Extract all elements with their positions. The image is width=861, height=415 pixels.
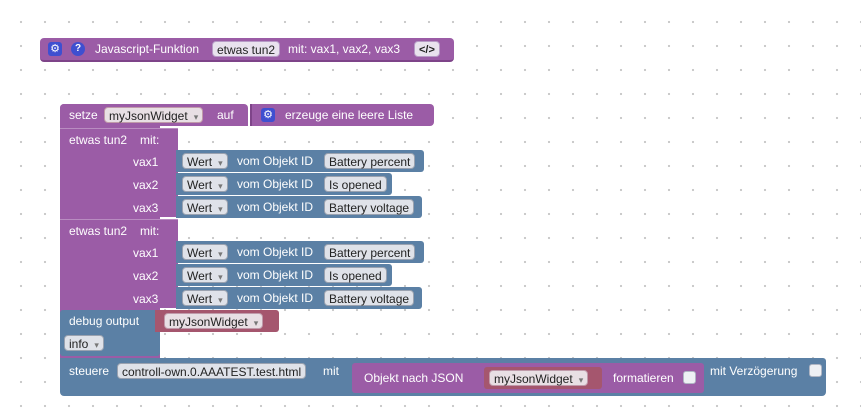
field-dropdown-label: Wert [187, 292, 213, 306]
object-value-block[interactable]: Wert ▾ vom Objekt ID Battery percent [176, 241, 424, 263]
field-dropdown-label: Wert [187, 155, 213, 169]
code-toggle-button[interactable]: </> [414, 41, 440, 57]
function-name-field[interactable]: etwas tun2 [212, 41, 281, 57]
debug-variable-block[interactable]: myJsonWidget ▾ [155, 310, 279, 332]
object-id-field[interactable]: Is opened [324, 267, 387, 283]
field-dropdown[interactable]: Wert ▾ [182, 199, 228, 215]
debug-output-block[interactable]: debug output info ▾ [60, 310, 160, 356]
variable-dropdown-label: myJsonWidget [169, 315, 248, 329]
field-dropdown-label: Wert [187, 178, 213, 192]
object-id-field[interactable]: Battery percent [324, 244, 416, 260]
field-dropdown[interactable]: Wert ▾ [182, 244, 228, 260]
object-to-json-label: Objekt nach JSON [364, 371, 464, 385]
call-mit-label: mit: [140, 224, 160, 238]
dropdown-arrow-icon: ▾ [94, 340, 99, 350]
vom-objekt-label: vom Objekt ID [237, 200, 314, 214]
gear-icon[interactable]: ⚙ [261, 108, 275, 122]
object-to-json-block[interactable]: Objekt nach JSON myJsonWidget ▾ formatier… [352, 363, 704, 393]
delay-label: mit Verzögerung [710, 364, 798, 378]
function-call-block[interactable]: etwas tun2 mit: vax1 vax2 vax3 [60, 128, 178, 217]
vom-objekt-label: vom Objekt ID [237, 245, 314, 259]
dropdown-arrow-icon: ▾ [253, 318, 259, 328]
object-value-block[interactable]: Wert ▾ vom Objekt ID Is opened [176, 173, 392, 195]
param-label-vax1: vax1 [133, 246, 159, 260]
variable-dropdown[interactable]: myJsonWidget ▾ [164, 313, 264, 329]
variable-dropdown-label: myJsonWidget [494, 372, 573, 386]
dropdown-arrow-icon: ▾ [218, 204, 223, 214]
call-function-name: etwas tun2 [69, 133, 128, 147]
create-list-label: erzeuge eine leere Liste [285, 108, 414, 122]
param-label-vax3: vax3 [133, 292, 159, 306]
steuere-mit-label: mit [323, 364, 339, 378]
dropdown-arrow-icon: ▾ [578, 375, 584, 385]
object-value-block[interactable]: Wert ▾ vom Objekt ID Battery percent [176, 150, 424, 172]
help-icon[interactable]: ? [71, 42, 85, 56]
format-label: formatieren [613, 371, 674, 385]
function-call-block[interactable]: etwas tun2 mit: vax1 vax2 vax3 [60, 219, 178, 308]
field-dropdown[interactable]: Wert ▾ [182, 267, 228, 283]
vom-objekt-label: vom Objekt ID [237, 177, 314, 191]
auf-label: auf [217, 108, 234, 122]
create-empty-list-block[interactable]: ⚙ erzeuge eine leere Liste [250, 104, 434, 126]
param-label-vax1: vax1 [133, 155, 159, 169]
object-id-field[interactable]: Is opened [324, 176, 387, 192]
log-level-dropdown[interactable]: info ▾ [64, 335, 104, 351]
object-value-block[interactable]: Wert ▾ vom Objekt ID Is opened [176, 264, 392, 286]
setze-block-header[interactable]: setze myJsonWidget ▾ auf [60, 104, 248, 126]
field-dropdown[interactable]: Wert ▾ [182, 290, 228, 306]
field-dropdown[interactable]: Wert ▾ [182, 153, 228, 169]
dropdown-arrow-icon: ▾ [218, 272, 223, 282]
function-label: Javascript-Funktion [95, 42, 200, 56]
object-value-block[interactable]: Wert ▾ vom Objekt ID Battery voltage [176, 287, 422, 309]
object-id-field[interactable]: Battery voltage [324, 199, 415, 215]
variable-dropdown[interactable]: myJsonWidget ▾ [104, 107, 204, 123]
object-id-field[interactable]: Battery voltage [324, 290, 415, 306]
debug-output-label: debug output [69, 314, 140, 328]
dropdown-arrow-icon: ▾ [218, 249, 223, 259]
delay-checkbox[interactable] [809, 364, 822, 377]
gear-icon[interactable]: ⚙ [48, 42, 62, 56]
call-function-name: etwas tun2 [69, 224, 128, 238]
log-level-label: info [69, 337, 89, 351]
vom-objekt-label: vom Objekt ID [237, 154, 314, 168]
setze-label: setze [69, 108, 98, 122]
dropdown-arrow-icon: ▾ [218, 181, 223, 191]
function-params-label: mit: vax1, vax2, vax3 [288, 42, 401, 56]
dropdown-arrow-icon: ▾ [193, 112, 199, 122]
function-definition-block[interactable]: ⚙ ? Javascript-Funktion etwas tun2 mit: … [40, 38, 454, 62]
field-dropdown[interactable]: Wert ▾ [182, 176, 228, 192]
json-variable-block[interactable]: myJsonWidget ▾ [484, 367, 602, 389]
param-label-vax3: vax3 [133, 201, 159, 215]
steuere-label: steuere [69, 364, 110, 378]
object-value-block[interactable]: Wert ▾ vom Objekt ID Battery voltage [176, 196, 422, 218]
field-dropdown-label: Wert [187, 269, 213, 283]
target-object-field[interactable]: controll-own.0.AAATEST.test.html [117, 363, 307, 379]
dropdown-arrow-icon: ▾ [218, 158, 223, 168]
param-label-vax2: vax2 [133, 178, 159, 192]
field-dropdown-label: Wert [187, 201, 213, 215]
object-id-field[interactable]: Battery percent [324, 153, 416, 169]
vom-objekt-label: vom Objekt ID [237, 268, 314, 282]
call-mit-label: mit: [140, 133, 160, 147]
field-dropdown-label: Wert [187, 246, 213, 260]
variable-dropdown[interactable]: myJsonWidget ▾ [489, 370, 589, 386]
dropdown-arrow-icon: ▾ [218, 295, 223, 305]
format-checkbox[interactable] [683, 371, 696, 384]
vom-objekt-label: vom Objekt ID [237, 291, 314, 305]
param-label-vax2: vax2 [133, 269, 159, 283]
variable-dropdown-label: myJsonWidget [109, 109, 188, 123]
